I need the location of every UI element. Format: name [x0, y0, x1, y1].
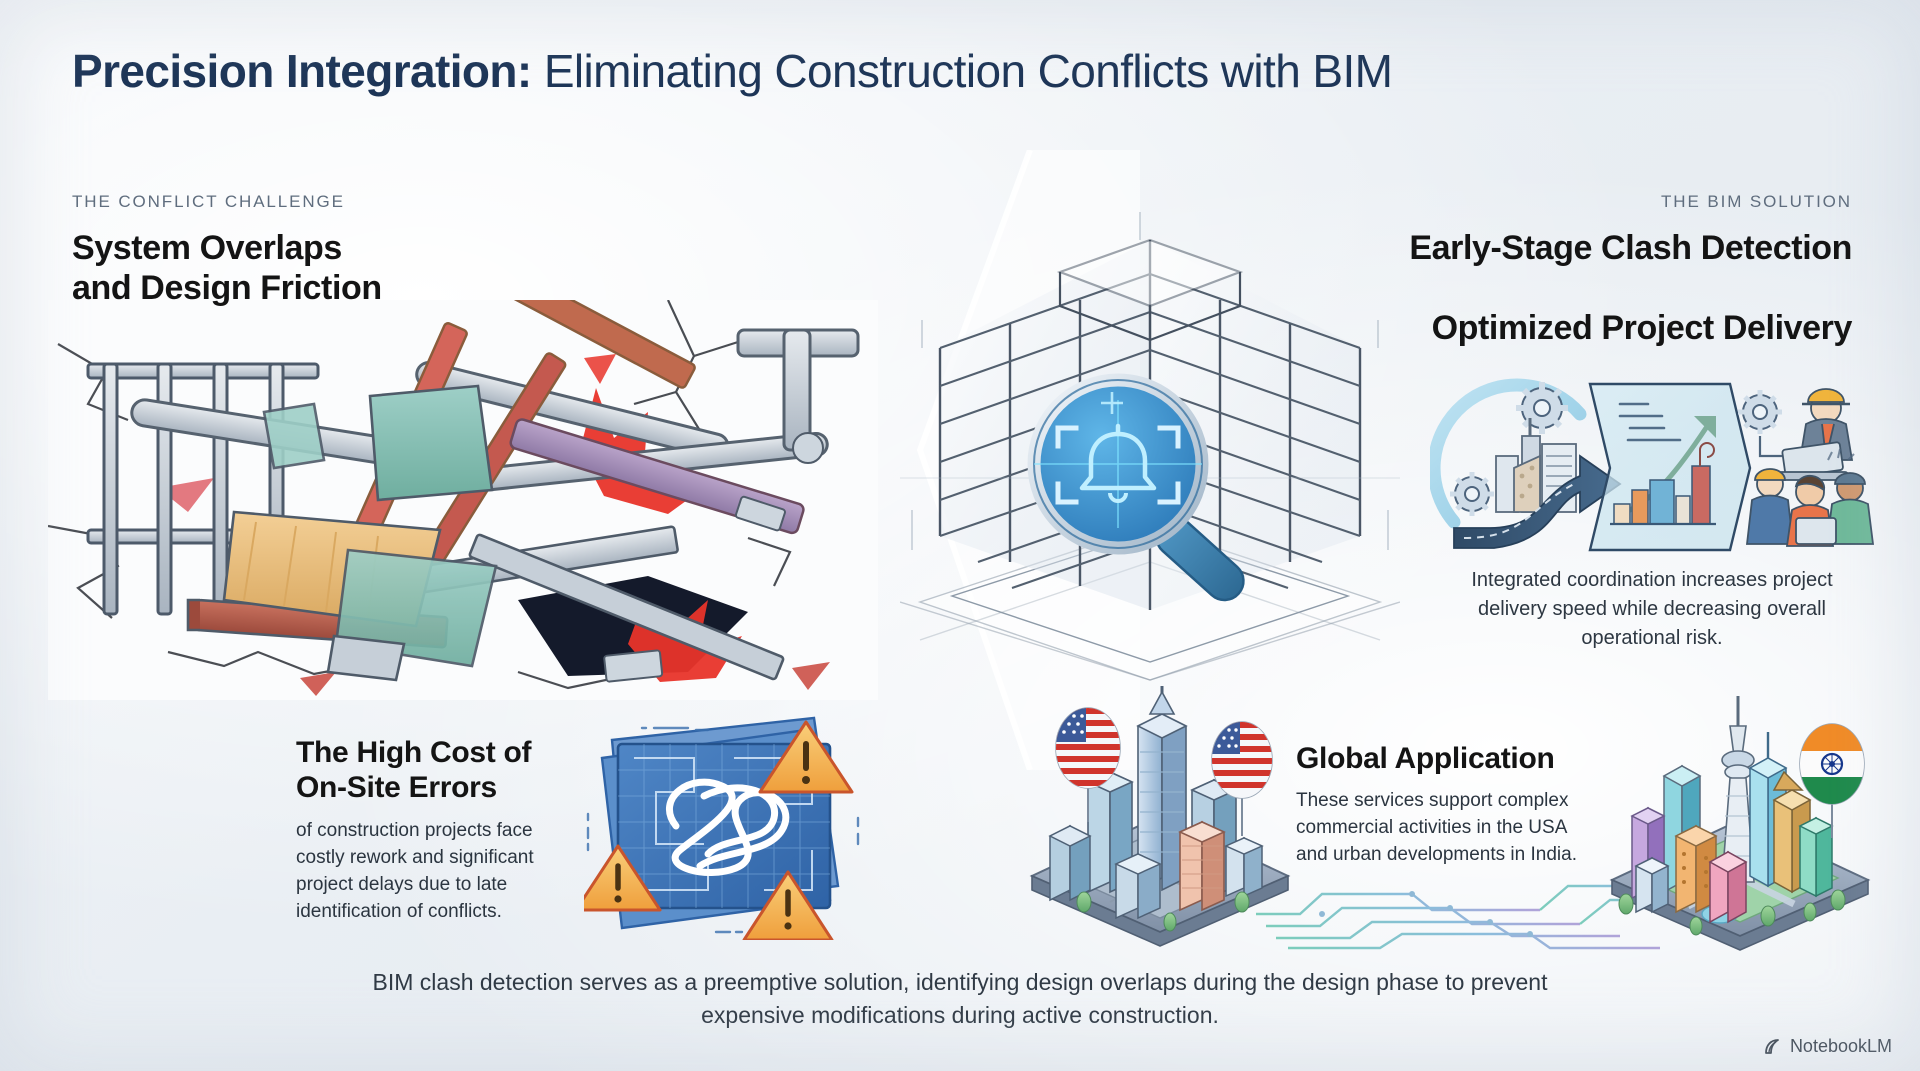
- cost-heading-line2: On-Site Errors: [296, 770, 497, 804]
- page-title-regular: Eliminating Construction Conflicts with …: [531, 45, 1393, 97]
- optimized-delivery-heading: Optimized Project Delivery: [1431, 309, 1853, 347]
- cost-card-body: of construction projects face costly rew…: [296, 820, 534, 922]
- team-icon: [1745, 468, 1875, 547]
- india-city-block: [1609, 696, 1871, 951]
- global-isometric-cities-illustration: [1029, 686, 1871, 951]
- usa-city-block: [1029, 686, 1291, 947]
- global-card-body: These services support complex commercia…: [1296, 790, 1577, 865]
- notebooklm-label: NotebookLM: [1789, 1036, 1892, 1056]
- gear-icon: [1738, 390, 1782, 434]
- warning-triangle-icon: [742, 870, 834, 940]
- gear-icon: [1450, 472, 1494, 516]
- left-heading-line1: System Overlaps: [72, 229, 342, 267]
- page-title-bold: Precision Integration:: [72, 45, 532, 97]
- gear-icon: [1516, 382, 1568, 434]
- tangled-blueprint-warning-illustration: [584, 716, 860, 940]
- engineer-with-laptop-icon: [1777, 388, 1854, 481]
- left-section-heading: System Overlaps and Design Friction: [72, 228, 382, 308]
- optimized-delivery-body: Integrated coordination increases projec…: [1471, 569, 1833, 649]
- optimized-delivery-workflow-illustration: [1430, 378, 1875, 552]
- notebooklm-watermark: NotebookLM: [1763, 1036, 1892, 1057]
- warning-triangle-icon: [584, 844, 662, 912]
- usa-flag-icon: [1055, 707, 1121, 822]
- footer-note: BIM clash detection serves as a preempti…: [372, 969, 1548, 1028]
- cost-card-heading: The High Cost of On-Site Errors: [296, 736, 531, 806]
- road-arrow-icon: [1453, 454, 1622, 549]
- warning-triangle-icon: [758, 720, 854, 794]
- left-heading-line2: and Design Friction: [72, 269, 382, 308]
- magnifier-clash-alert-icon: [1027, 373, 1245, 602]
- usa-flag-icon: [1211, 721, 1273, 836]
- clash-burst-icon: [580, 388, 712, 514]
- bim-wireframe-building-illustration: [900, 212, 1400, 681]
- left-section-eyebrow: THE CONFLICT CHALLENGE: [72, 192, 345, 211]
- construction-debris-illustration: [48, 300, 878, 700]
- clash-detection-heading: Early-Stage Clash Detection: [1409, 229, 1852, 267]
- right-section-eyebrow: THE BIM SOLUTION: [1661, 192, 1852, 211]
- notebooklm-logo-icon: [1765, 1038, 1779, 1054]
- global-card-heading: Global Application: [1296, 742, 1555, 775]
- tangled-knot-icon: [666, 778, 790, 877]
- cost-heading-line1: The High Cost of: [296, 736, 532, 769]
- page-title: Precision Integration: Eliminating Const…: [72, 44, 1393, 98]
